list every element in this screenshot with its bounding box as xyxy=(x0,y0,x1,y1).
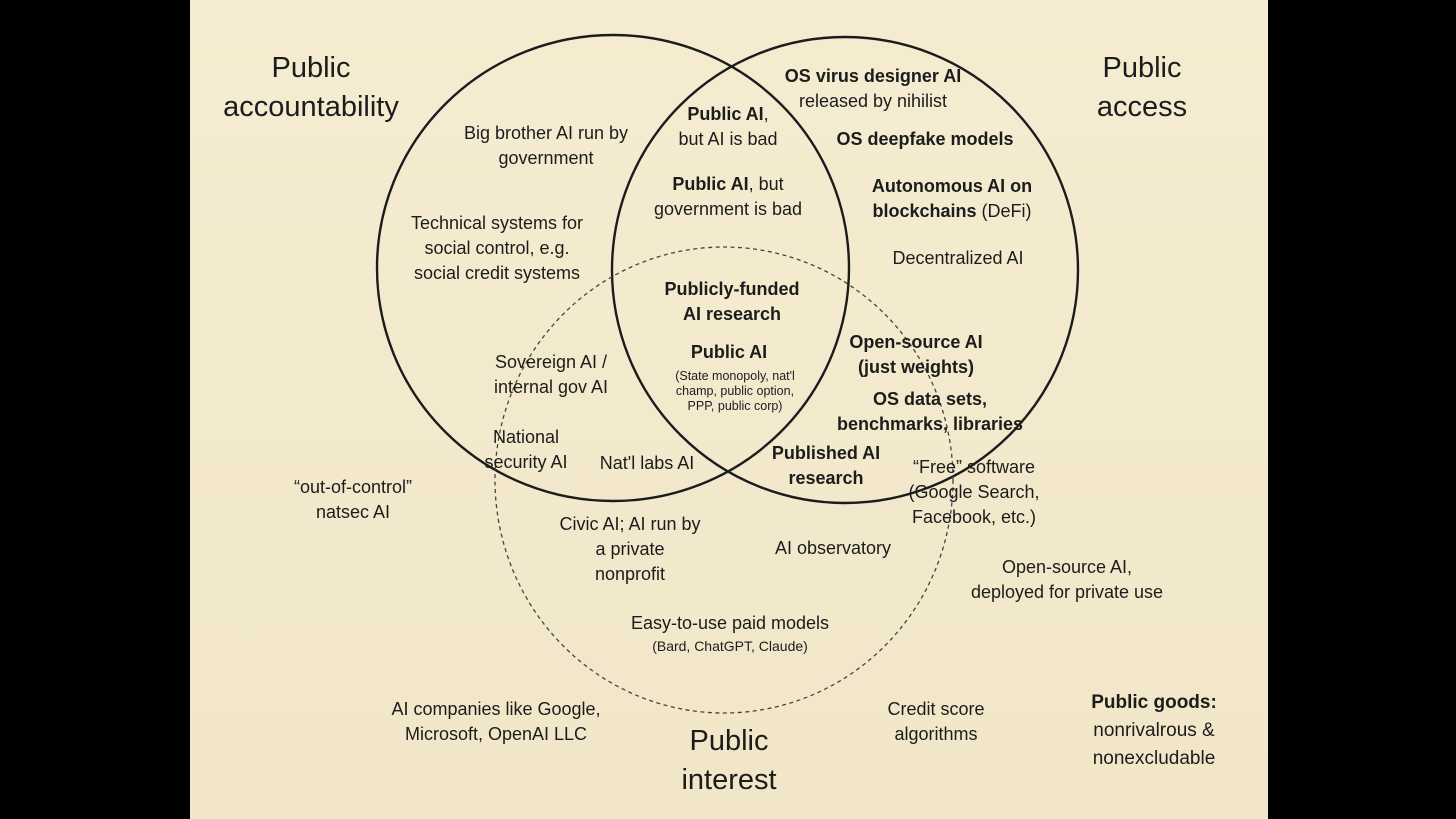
item-easy-paid-detail: (Bard, ChatGPT, Claude) xyxy=(652,638,808,654)
item-os-datasets: OS data sets, benchmarks, libraries xyxy=(836,389,1024,434)
item-national-security-ai: National security AI xyxy=(484,427,568,472)
item-sovereign-ai: Sovereign AI / internal gov AI xyxy=(493,352,609,397)
label-public-accountability: Public accountability xyxy=(223,52,399,123)
item-os-deepfake-models: OS deepfake models xyxy=(836,129,1014,149)
item-public-ai-but-ai-bad: Public AI, but AI is bad xyxy=(678,104,778,149)
item-credit-score: Credit score algorithms xyxy=(887,699,985,744)
item-ai-companies: AI companies like Google, Microsoft, Ope… xyxy=(391,699,601,744)
item-free-software: “Free” software (Google Search, Facebook… xyxy=(908,457,1040,527)
slide: Public accountability Public access Publ… xyxy=(190,0,1268,819)
item-open-source-weights: Open-source AI (just weights) xyxy=(849,332,983,377)
item-publicly-funded-research: Publicly-funded AI research xyxy=(664,279,800,324)
item-public-ai-center-detail: (State monopoly, nat'l champ, public opt… xyxy=(675,369,795,413)
item-os-private-use: Open-source AI, deployed for private use xyxy=(970,557,1164,602)
label-public-interest: Public interest xyxy=(681,725,777,796)
item-public-ai-but-gov-bad: Public AI, but government is bad xyxy=(653,174,803,219)
item-decentralized-ai: Decentralized AI xyxy=(892,248,1024,268)
public-interest-circle xyxy=(494,246,954,714)
label-public-access: Public access xyxy=(1096,52,1188,123)
venn-diagram xyxy=(375,33,1080,714)
item-autonomous-ai: Autonomous AI on blockchains (DeFi) xyxy=(871,176,1033,221)
legend-public-goods: Public goods: nonrivalrous & nonexcludab… xyxy=(1091,692,1217,769)
item-civic-ai: Civic AI; AI run by a private nonprofit xyxy=(559,514,701,584)
item-natl-labs-ai: Nat'l labs AI xyxy=(599,453,695,473)
item-ai-observatory: AI observatory xyxy=(774,538,892,558)
item-public-ai-center: Public AI xyxy=(690,342,768,362)
item-social-control: Technical systems for social control, e.… xyxy=(410,213,584,283)
item-os-virus-designer: OS virus designer AI released by nihilis… xyxy=(784,66,962,111)
public-access-circle xyxy=(610,35,1080,505)
item-published-research: Published AI research xyxy=(771,443,881,488)
item-easy-paid-models: Easy-to-use paid models xyxy=(630,613,830,633)
item-out-of-control: “out-of-control” natsec AI xyxy=(293,477,413,522)
item-big-brother: Big brother AI run by government xyxy=(463,123,629,168)
public-accountability-circle xyxy=(375,33,851,503)
